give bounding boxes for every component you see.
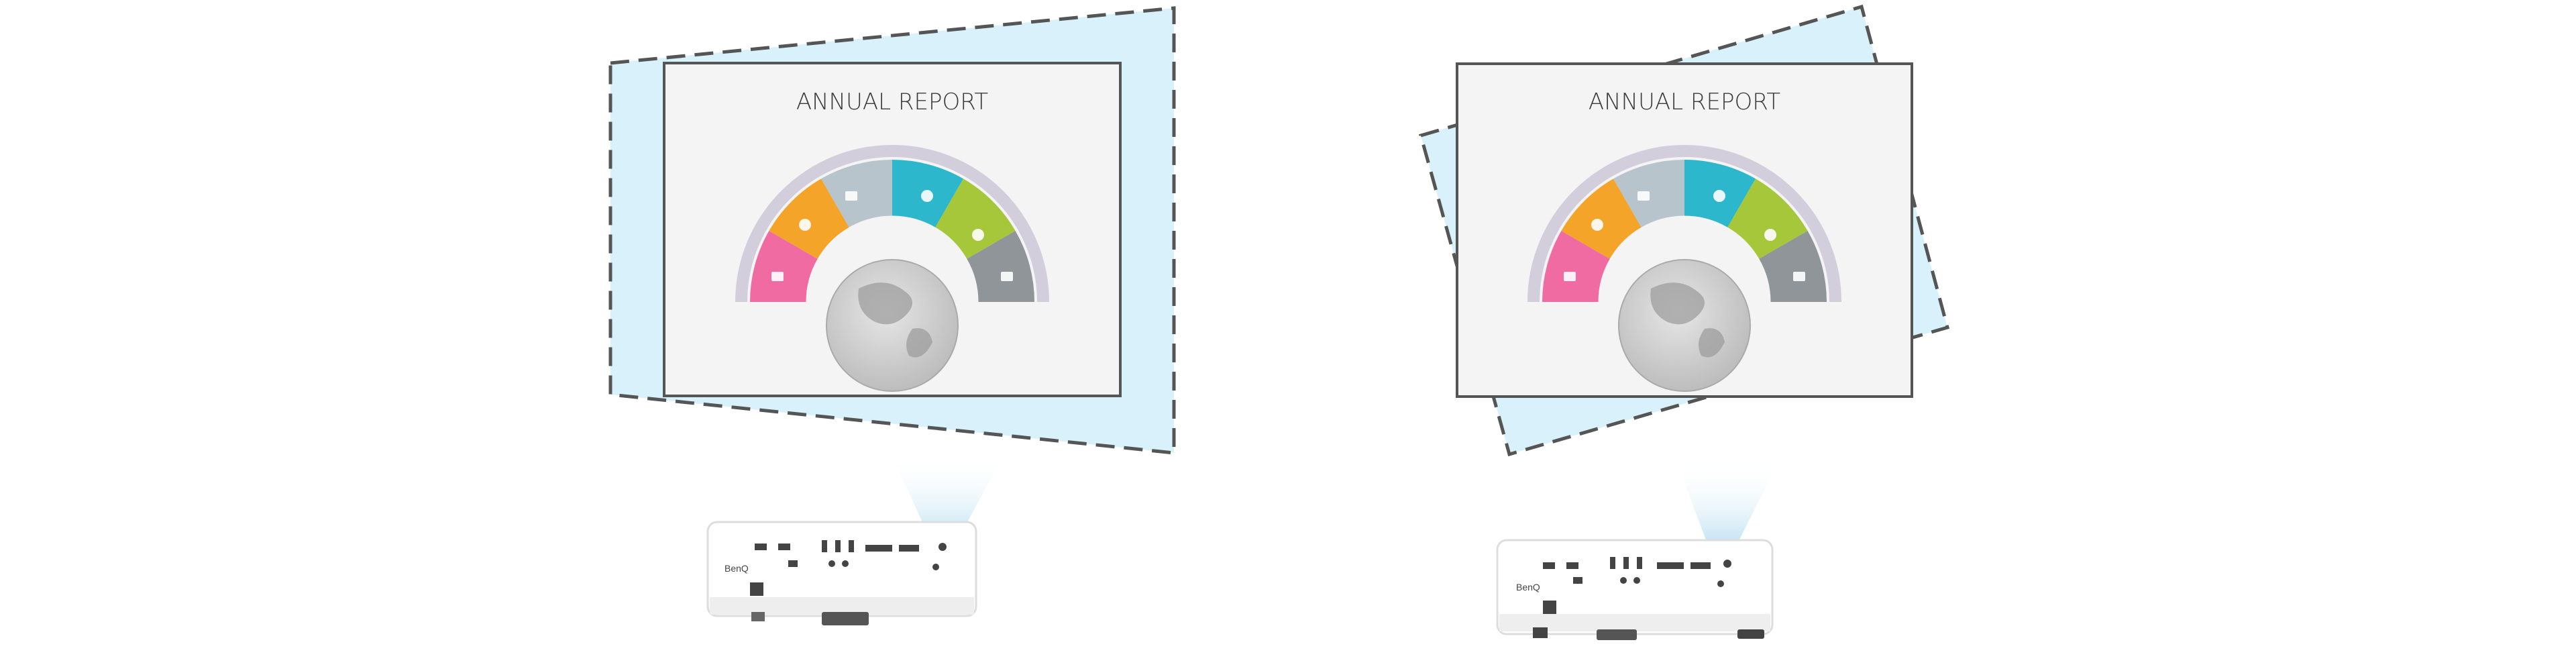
segment-pink	[750, 231, 818, 302]
globe-icon	[1618, 259, 1751, 392]
segment-pink	[1542, 231, 1610, 302]
report-title: ANNUAL REPORT	[796, 89, 989, 115]
segment-green	[935, 178, 1016, 259]
light-beam	[892, 456, 1003, 537]
report-title: ANNUAL REPORT	[1589, 89, 1781, 115]
keystone-panel: ANNUAL REPORT	[608, 6, 1176, 625]
light-beam	[1677, 463, 1778, 544]
segment-gray-dark	[967, 231, 1034, 302]
screen: ANNUAL REPORT	[1456, 62, 1913, 398]
segment-orange	[769, 178, 849, 259]
projector: BenQ	[706, 521, 977, 625]
segment-orange	[1561, 178, 1642, 259]
segment-gray-dark	[1759, 231, 1827, 302]
brand-logo: BenQ	[1516, 582, 1540, 592]
projector: BenQ	[1496, 539, 1774, 640]
segment-green	[1727, 178, 1808, 259]
rotation-panel: ANNUAL REPORT	[1418, 4, 1950, 640]
screen: ANNUAL REPORT	[663, 62, 1122, 397]
infographic	[1527, 145, 1841, 392]
brand-logo: BenQ	[724, 563, 749, 574]
globe-icon	[826, 259, 959, 392]
infographic	[735, 145, 1049, 392]
